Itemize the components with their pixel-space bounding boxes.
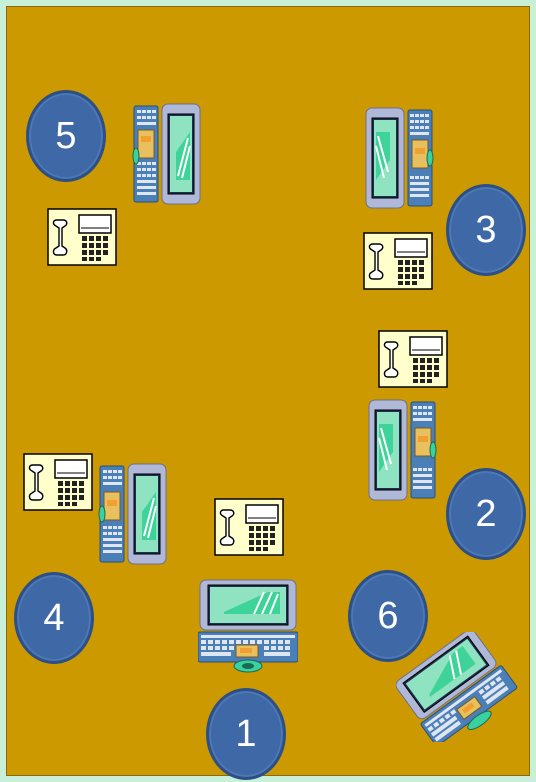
- telephone-icon: [363, 232, 433, 290]
- telephone-icon: [23, 453, 93, 511]
- telephone-icon: [378, 330, 448, 388]
- desktop-computer-icon: [132, 102, 202, 206]
- node-badge-3: 3: [446, 184, 526, 276]
- node-badge-label: 1: [235, 713, 256, 756]
- telephone-icon: [214, 498, 284, 556]
- node-badge-label: 3: [475, 209, 496, 252]
- desktop-computer-icon: [364, 106, 434, 210]
- desktop-computer-icon: [367, 398, 437, 502]
- node-badge-4: 4: [14, 572, 94, 664]
- desktop-computer-icon: [98, 462, 168, 566]
- node-badge-label: 4: [43, 597, 64, 640]
- desktop-computer-icon: [198, 578, 298, 674]
- node-badge-label: 2: [475, 493, 496, 536]
- node-badge-2: 2: [446, 468, 526, 560]
- laptop-computer-icon: [396, 632, 522, 742]
- telephone-icon: [47, 208, 117, 266]
- node-badge-1: 1: [206, 688, 286, 780]
- node-badge-5: 5: [26, 90, 106, 182]
- node-badge-label: 5: [55, 115, 76, 158]
